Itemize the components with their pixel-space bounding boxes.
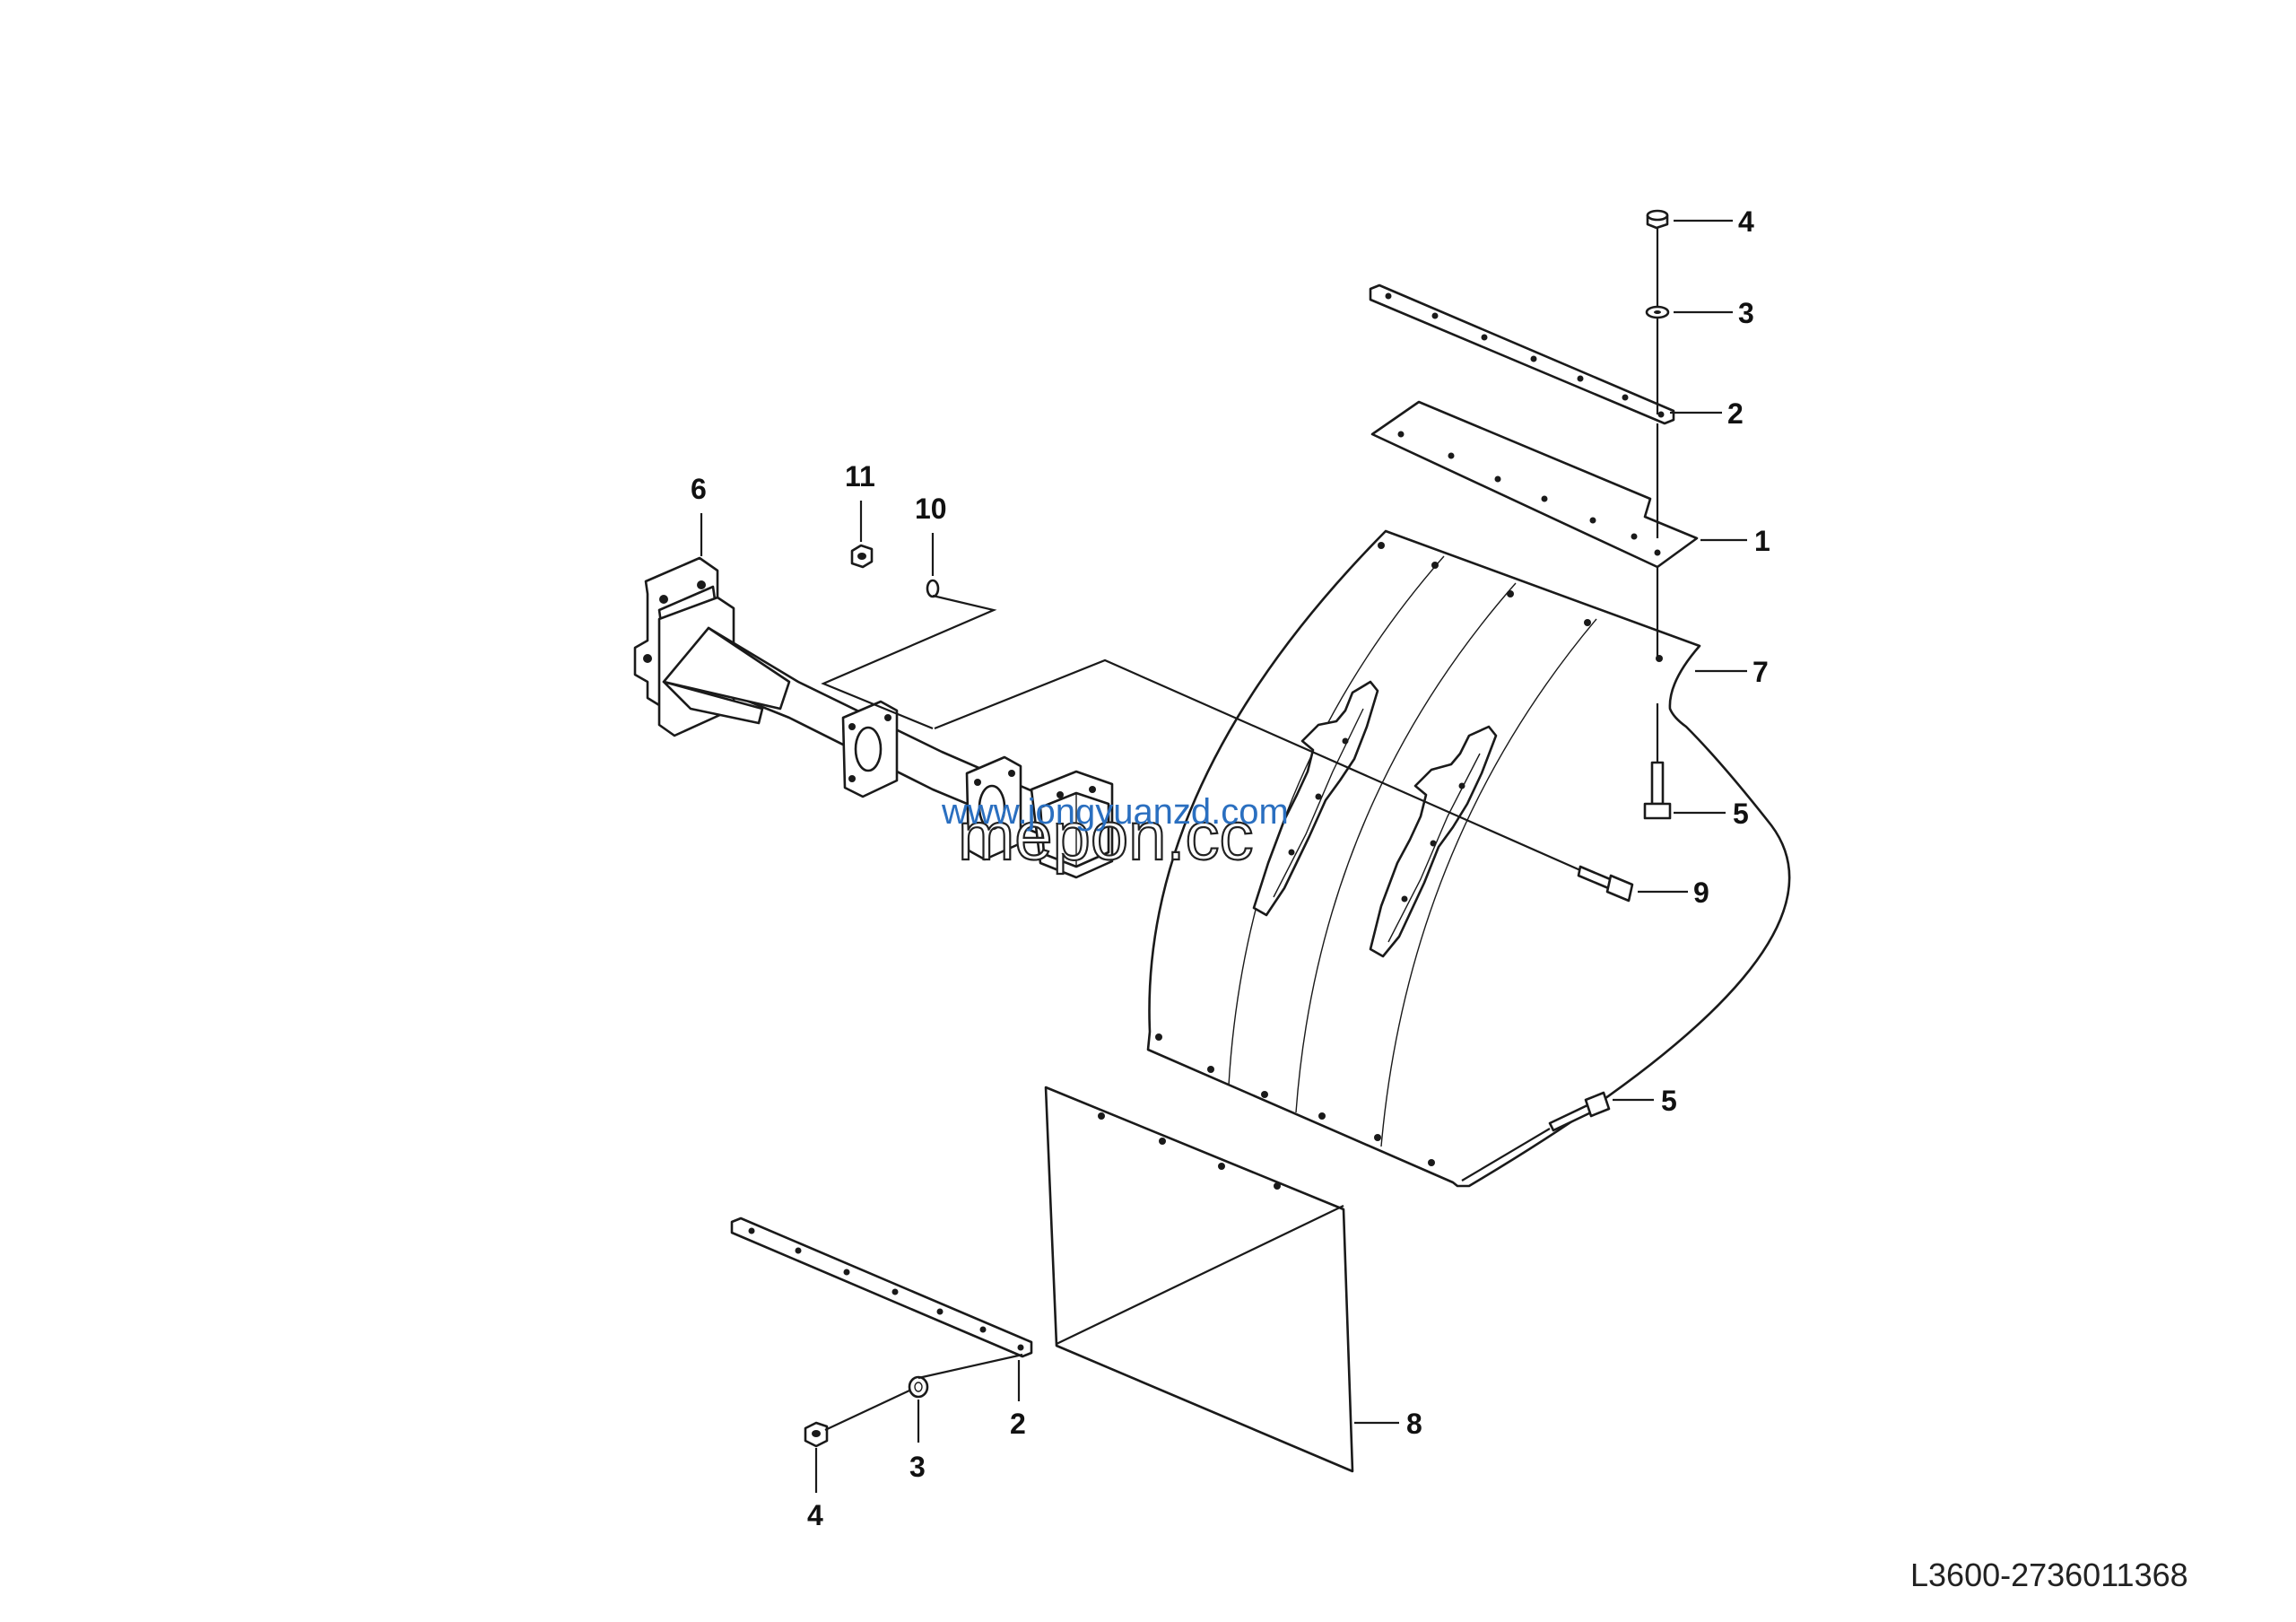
lower-clamp-strip — [730, 1216, 1033, 1358]
callout-5-lower: 5 — [1661, 1085, 1677, 1117]
callout-4-bottom: 4 — [807, 1499, 823, 1531]
callout-5-upper: 5 — [1733, 798, 1749, 830]
callout-6: 6 — [691, 473, 707, 505]
callout-4-top: 4 — [1738, 205, 1754, 238]
mudguard-support-clamp-left — [1252, 680, 1379, 917]
mounting-bracket-arm — [633, 556, 1114, 879]
side-bolt — [1548, 1091, 1611, 1132]
nut-bottom — [804, 1421, 829, 1448]
document-reference: L3600-2736011368 — [1910, 1557, 2188, 1593]
callout-leaders — [700, 219, 1747, 1493]
callout-2-bottom: 2 — [1010, 1408, 1026, 1440]
washer-top — [1645, 305, 1670, 319]
washer-bottom — [908, 1375, 929, 1399]
watermark-brand: mepon.cc — [958, 798, 1254, 875]
mudguard — [1146, 529, 1791, 1188]
callout-1: 1 — [1754, 525, 1770, 557]
upper-clamp-strip — [1369, 283, 1675, 425]
callout-7: 7 — [1752, 656, 1769, 688]
callout-8: 8 — [1406, 1408, 1422, 1440]
callout-10: 10 — [915, 493, 947, 525]
callout-3-bottom: 3 — [909, 1451, 926, 1483]
vertical-bolt — [1643, 761, 1672, 820]
lower-rubber-flap — [1044, 1086, 1354, 1473]
rubber-flap — [1370, 400, 1699, 569]
callout-9: 9 — [1693, 876, 1709, 909]
long-bolt — [1577, 865, 1634, 903]
watermark-url: www.jongyuanzd.com — [941, 792, 1289, 832]
callout-2-top: 2 — [1727, 397, 1744, 430]
callout-3-top: 3 — [1738, 297, 1754, 329]
nut-top — [1646, 209, 1669, 230]
mudguard-support-clamp-right — [1369, 725, 1498, 958]
nut-11 — [850, 544, 874, 569]
assembly-lines — [821, 228, 1659, 1431]
callout-11: 11 — [845, 460, 875, 493]
washer-10 — [926, 579, 940, 598]
